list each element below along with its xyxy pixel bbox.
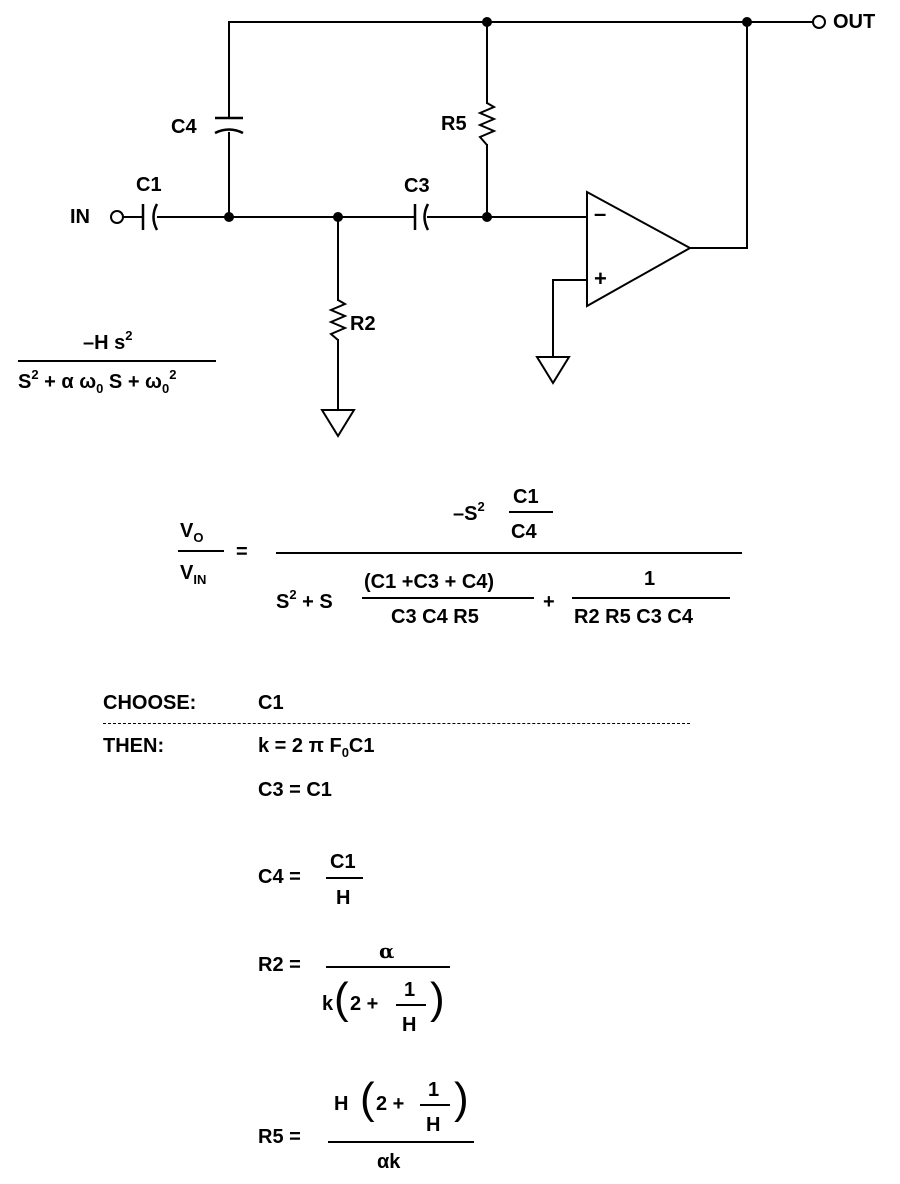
main-den-frac1-num: (C1 +C3 + C4) (364, 571, 495, 593)
input-terminal (110, 210, 124, 224)
junction-dot (482, 17, 492, 27)
c4-capacitor-symbol (214, 116, 244, 135)
main-num-frac-den: C4 (511, 521, 537, 543)
main-den-plus: + (543, 591, 555, 613)
r2-den-k: k (322, 993, 334, 1015)
c3-capacitor-symbol (413, 203, 430, 231)
r2-label: R2 (350, 313, 376, 335)
output-label: OUT (833, 11, 876, 33)
r5-left-paren: ( (360, 1074, 375, 1123)
c4-equation-bar (326, 877, 363, 879)
r5-label: R5 (441, 113, 467, 135)
output-terminal (812, 15, 826, 29)
r2-equation-bar (326, 966, 450, 968)
c4-equation-den: H (336, 887, 351, 909)
r5-inner-bar (420, 1104, 450, 1106)
r5-right-paren: ) (454, 1074, 469, 1123)
junction-dot (742, 17, 752, 27)
main-num-frac-bar (509, 511, 553, 513)
r5-equation-bar (328, 1141, 474, 1143)
k-equation-sub: 0 (341, 745, 349, 760)
lhs-fraction-bar (178, 550, 224, 552)
small-tf-den-exp1: 2 (31, 367, 39, 382)
r2-inner-den: H (402, 1014, 417, 1036)
r2-left-paren: ( (334, 974, 349, 1023)
main-num-prefix: –S (453, 503, 478, 525)
r2-resistor-symbol (328, 299, 348, 341)
main-den-frac2-bar (572, 597, 730, 599)
main-den-frac2-num: 1 (644, 568, 656, 590)
c1-capacitor-symbol (141, 203, 159, 231)
c3-label: C3 (404, 175, 430, 197)
r5-inner-num: 1 (428, 1079, 440, 1101)
r5-resistor-symbol (477, 102, 497, 146)
procedure-divider (103, 723, 690, 724)
equals-sign: = (236, 541, 248, 563)
lhs-vin: V (180, 562, 194, 584)
opamp-symbol (586, 190, 693, 308)
main-den-frac1-bar (362, 597, 534, 599)
small-tf-den-mid: + α ω (38, 371, 97, 393)
lhs-vo: V (180, 520, 194, 542)
junction-dot (333, 212, 343, 222)
r5-num-two: 2 + (376, 1093, 405, 1115)
main-den-plus-s: + S (296, 591, 333, 613)
circuit-schematic (110, 15, 826, 438)
main-den-frac2-den: R2 R5 C3 C4 (574, 606, 693, 628)
choose-label: CHOOSE: (103, 692, 197, 714)
small-tf-num-exponent: 2 (125, 328, 133, 343)
r2-equation-num: α (379, 939, 395, 963)
small-tf-den-s: S (18, 371, 32, 393)
choose-value: C1 (258, 692, 284, 714)
r5-equation-den: αk (377, 1151, 401, 1173)
ground-symbol-opamp (535, 356, 571, 385)
main-num-frac-num: C1 (513, 486, 539, 508)
k-equation: k = 2 π F (258, 735, 342, 757)
c4-equation-lhs: C4 = (258, 866, 301, 888)
r2-den-two: 2 + (350, 993, 379, 1015)
small-tf-den-exp2: 2 (169, 367, 177, 382)
then-label: THEN: (103, 735, 165, 757)
r5-inner-den: H (426, 1114, 441, 1136)
junction-dot (224, 212, 234, 222)
opamp-noninverting-sign: + (594, 266, 607, 291)
small-tf-den-sub2: 0 (161, 381, 170, 396)
small-tf-fraction-bar (18, 360, 216, 362)
c4-label: C4 (171, 116, 197, 138)
lhs-vo-sub: O (193, 530, 204, 545)
main-den-s: S (276, 591, 290, 613)
r2-equation-lhs: R2 = (258, 954, 301, 976)
small-tf-den-s2: S + ω (103, 371, 162, 393)
r2-inner-num: 1 (404, 979, 416, 1001)
ground-symbol-r2 (320, 409, 356, 438)
lhs-vin-sub: IN (193, 572, 207, 587)
r2-inner-bar (396, 1004, 426, 1006)
input-label: IN (70, 206, 90, 228)
c4-equation-num: C1 (330, 851, 356, 873)
main-den-frac1-den: C3 C4 R5 (391, 606, 479, 628)
r5-num-h: H (334, 1093, 349, 1115)
main-num-exp: 2 (477, 499, 485, 514)
r5-equation-lhs: R5 = (258, 1126, 301, 1148)
junction-dot (482, 212, 492, 222)
r2-right-paren: ) (430, 974, 445, 1023)
small-tf-numerator: –H s (83, 332, 126, 354)
k-equation-end: C1 (348, 735, 375, 757)
main-den-exp: 2 (289, 587, 297, 602)
main-fraction-bar (276, 552, 742, 554)
c3-equation: C3 = C1 (258, 779, 332, 801)
small-tf-den-sub1: 0 (96, 381, 104, 396)
opamp-inverting-sign: – (594, 201, 607, 226)
c1-label: C1 (136, 174, 162, 196)
